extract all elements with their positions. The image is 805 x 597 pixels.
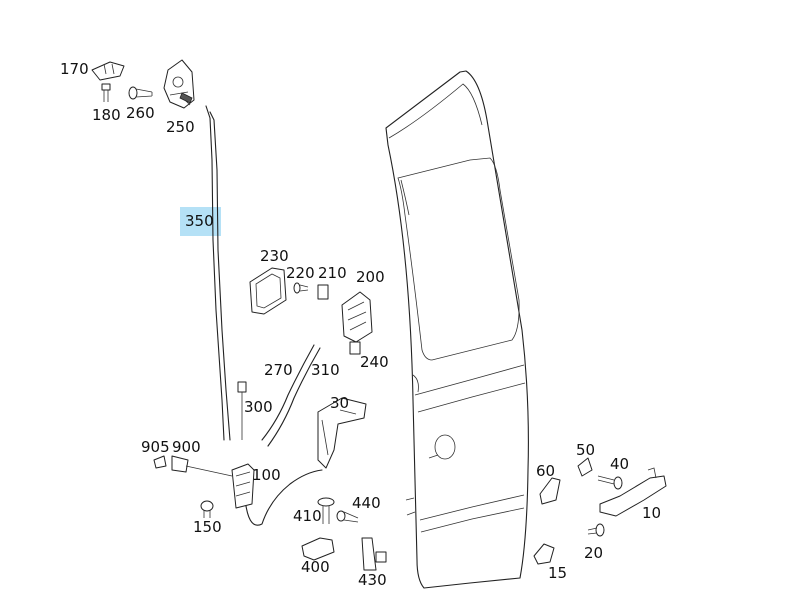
bolt-260 [128, 86, 153, 100]
bracket-170 [91, 61, 125, 81]
lower-lock-100 [231, 463, 323, 526]
rods-270-310 [261, 344, 321, 447]
label-230: 230 [260, 247, 289, 265]
rear-door [385, 70, 529, 589]
label-10: 10 [642, 504, 661, 522]
label-100: 100 [252, 466, 281, 484]
label-50: 50 [576, 441, 595, 459]
label-310: 310 [311, 361, 340, 379]
handle-mechanism-30 [317, 397, 367, 469]
label-410: 410 [293, 507, 322, 525]
highlight-350 [180, 207, 221, 236]
label-905: 905 [141, 438, 170, 456]
parts-905-900 [153, 455, 233, 477]
bolt-40 [597, 475, 623, 490]
label-260: 260 [126, 104, 155, 122]
bracket-400 [301, 537, 335, 561]
upper-lock-250 [163, 59, 195, 109]
label-250: 250 [166, 118, 195, 136]
bolt-20 [587, 523, 605, 537]
part-300 [237, 381, 247, 440]
bolt-220 [293, 282, 309, 294]
label-170: 170 [60, 60, 89, 78]
bolt-150 [200, 500, 214, 518]
label-15: 15 [548, 564, 567, 582]
cap-15 [533, 543, 555, 565]
cable-350 [205, 105, 231, 441]
cover-60 [539, 477, 561, 505]
label-150: 150 [193, 518, 222, 536]
bolt-180 [101, 83, 111, 102]
bolt-410 [317, 497, 335, 524]
label-60: 60 [536, 462, 555, 480]
label-900: 900 [172, 438, 201, 456]
label-350: 350 [185, 212, 214, 230]
cover-50 [577, 457, 593, 477]
label-430: 430 [358, 571, 387, 589]
label-300: 300 [244, 398, 273, 416]
label-220: 220 [286, 264, 315, 282]
label-180: 180 [92, 106, 121, 124]
label-210: 210 [318, 264, 347, 282]
label-240: 240 [360, 353, 389, 371]
label-400: 400 [301, 558, 330, 576]
clip-210 [317, 284, 329, 300]
label-20: 20 [584, 544, 603, 562]
label-440: 440 [352, 494, 381, 512]
lock-200 [341, 291, 373, 343]
bolt-440 [336, 510, 359, 523]
bracket-430 [361, 537, 387, 571]
clip-240 [349, 341, 361, 355]
outer-handle-10 [599, 467, 667, 517]
label-30: 30 [330, 394, 349, 412]
label-270: 270 [264, 361, 293, 379]
label-200: 200 [356, 268, 385, 286]
label-40: 40 [610, 455, 629, 473]
plate-230 [249, 267, 287, 315]
